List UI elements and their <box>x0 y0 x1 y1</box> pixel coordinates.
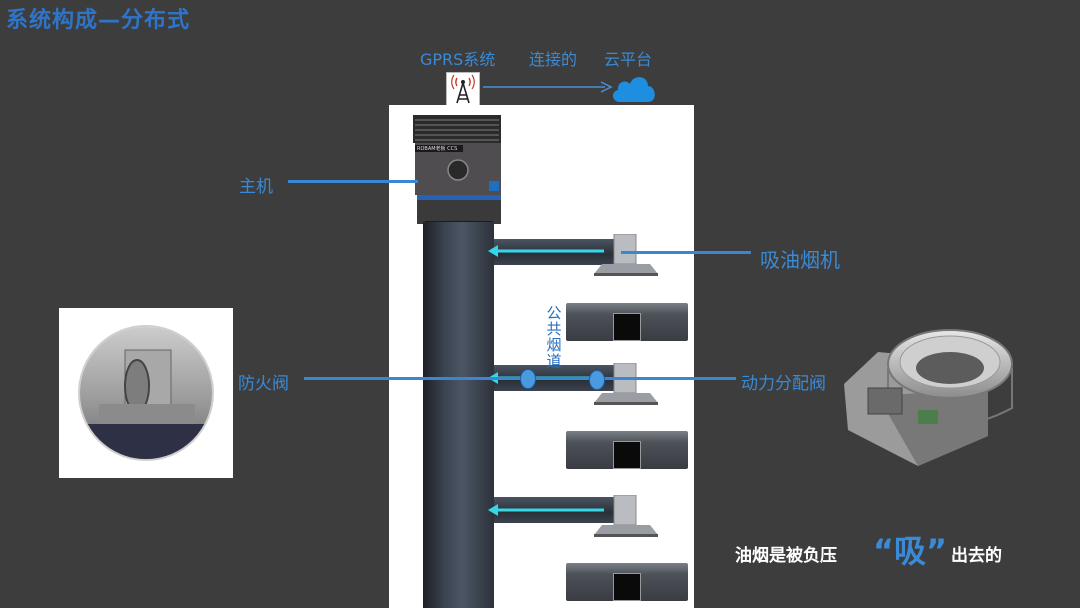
cloud-icon <box>612 77 655 102</box>
flue-label: 公共烟道 <box>546 304 562 370</box>
flow-arrow-top <box>488 245 604 257</box>
cloud-label: 云平台 <box>604 50 653 69</box>
bottom-caption-part2: 出去的 <box>951 546 1002 566</box>
bottom-caption-part1: 油烟是被负压 <box>735 546 837 566</box>
antenna-tower-icon <box>446 72 480 106</box>
page-title: 系统构成—分布式 <box>6 8 191 33</box>
host-label: 主机 <box>239 177 273 197</box>
range-hood-1 <box>594 234 658 276</box>
gprs-label: GPRS系统 <box>420 50 496 69</box>
power-valve-label: 动力分配阀 <box>741 374 826 394</box>
host-brand-label: ROBAM老板 CCS <box>417 146 458 152</box>
connect-label: 连接的 <box>529 50 578 69</box>
bottom-caption-emphasis: “吸” <box>873 532 948 570</box>
fire-valve-photo <box>59 308 233 478</box>
host-callout-line <box>288 180 418 183</box>
host-unit: ROBAM老板 CCS <box>411 115 504 227</box>
stove-3 <box>566 563 688 601</box>
fire-valve-marker <box>520 369 536 389</box>
fire-valve-label: 防火阀 <box>238 374 289 394</box>
arrow-right-icon <box>483 81 613 93</box>
hood-label: 吸油烟机 <box>760 248 840 272</box>
flow-arrow-bottom <box>488 504 604 516</box>
stove-1 <box>566 303 688 341</box>
public-flue <box>423 222 494 608</box>
power-valve-marker <box>589 370 605 390</box>
range-hood-3 <box>594 495 658 537</box>
power-valve-photo <box>838 318 1016 470</box>
stove-2 <box>566 431 688 469</box>
hood-callout-line <box>621 251 751 254</box>
range-hood-2 <box>594 363 658 405</box>
